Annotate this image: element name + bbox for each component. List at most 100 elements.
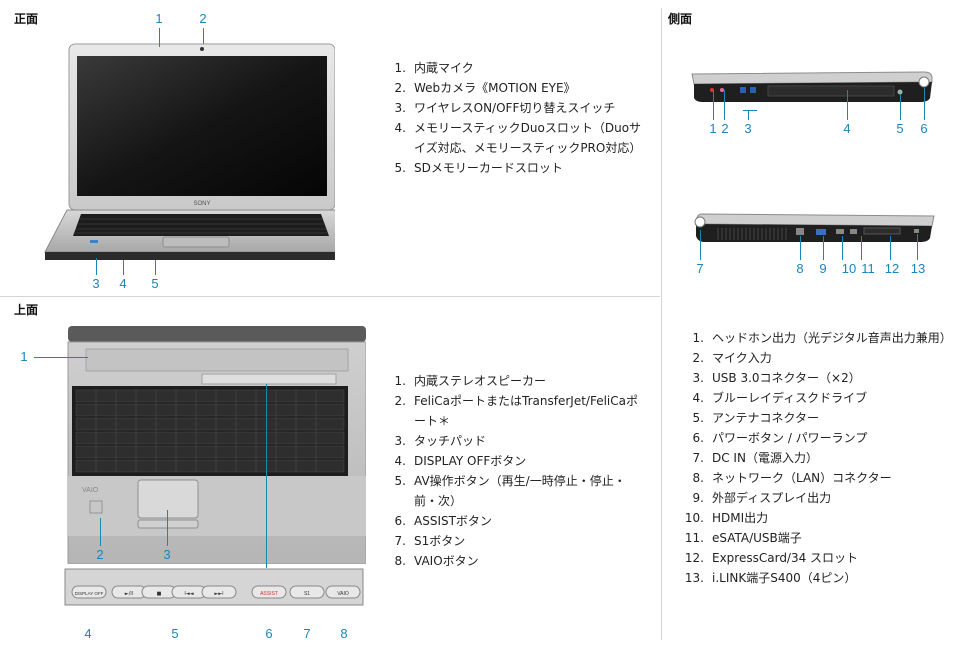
top-callout-2: 2 [96,547,104,562]
front-spec-item: 2.Webカメラ《MOTION EYE》 [394,81,576,95]
side-spec-list: 1.ヘッドホン出力（光デジタル音声出力兼用） 2.マイク入力 3.USB 3.0… [680,328,960,588]
side-spec-item: 1.ヘッドホン出力（光デジタル音声出力兼用） [692,331,952,345]
top-spec-item: 3.タッチパッド [394,434,487,448]
front-callout-4: 4 [119,276,127,291]
side-spec-item: 13.i.LINK端子S400（4ピン） [684,571,857,585]
top-spec-item: 4.DISPLAY OFFボタン [394,454,527,468]
svg-text:►►I: ►►I [214,591,223,597]
front-lead-2 [203,28,204,44]
side-callout-1: 1 [709,121,717,136]
av-button-next [201,585,237,599]
front-lead-4 [123,260,124,275]
dc-in-port [694,216,706,228]
front-touchpad [162,236,230,248]
antenna-connector [897,89,903,95]
side-callout-6: 6 [920,121,928,136]
svg-text:►/II: ►/II [125,591,133,597]
front-callout-3: 3 [92,276,100,291]
side-spec-item: 3.USB 3.0コネクター（×2） [692,371,861,385]
side-callout-7: 7 [696,261,704,276]
side-spec-item: 2.マイク入力 [692,351,772,365]
side-lead-7 [700,230,701,260]
top-lead-3 [167,510,168,546]
right-side-illustration [691,71,933,102]
top-spec-item: 2.FeliCaポートまたはTransferJet/FeliCaポート＊ [394,394,638,428]
divider-vertical [661,8,662,640]
front-spec-item: 4.メモリースティックDuoスロット（Duoサイズ対応、メモリースティックPRO… [394,121,642,155]
side-callout-13: 13 [910,261,926,276]
top-section-title: 上面 [14,303,39,317]
top-touchpad [137,479,199,519]
display-off-button [71,585,107,599]
side-spec-item: 6.パワーボタン / パワーランプ [692,431,868,445]
top-callout-8: 8 [340,626,348,641]
top-felica-mark [89,500,103,514]
power-button [918,76,930,88]
front-screen [77,56,327,196]
top-speaker-grille [85,348,349,372]
top-vaio-logo: VAIO [82,487,99,494]
front-lead-5 [155,260,156,275]
top-callout-7: 7 [303,626,311,641]
top-touchpad-buttons [137,519,199,529]
top-spec-item: 5.AV操作ボタン（再生/一時停止・停止・前・次） [394,474,626,508]
front-lead-1 [159,28,160,47]
side-callout-10: 10 [841,261,857,276]
side-callout-5: 5 [896,121,904,136]
esata-port [850,229,857,234]
s1-button [289,585,325,599]
front-callout-2: 2 [199,11,207,26]
front-front-edge [45,252,335,260]
side-spec-item: 9.外部ディスプレイ出力 [692,491,832,505]
top-spec-list: 1.内蔵ステレオスピーカー 2.FeliCaポートまたはTransferJet/… [392,371,654,571]
front-spec-item: 5.SDメモリーカードスロット [394,161,563,175]
side-callout-2: 2 [721,121,729,136]
front-brand-text: SONY [193,201,210,207]
left-side-vents [717,228,787,240]
svg-text:I◄◄: I◄◄ [184,591,193,597]
side-lead-1 [713,90,714,120]
left-side-illustration [694,213,935,242]
side-spec-item: 11.eSATA/USB端子 [684,531,802,545]
usb3-port-1 [740,87,746,93]
top-spec-item: 6.ASSISTボタン [394,514,492,528]
svg-text:VAIO: VAIO [337,591,349,597]
front-spec-item: 1.内蔵マイク [394,61,474,75]
side-lead-11 [861,236,862,260]
top-callout-1: 1 [20,349,28,364]
top-callout-5: 5 [171,626,179,641]
top-lead-1 [34,357,88,358]
side-lead-9 [823,236,824,260]
side-lead-4 [847,90,848,120]
side-callout-11: 11 [861,261,875,276]
svg-text:DISPLAY OFF: DISPLAY OFF [75,591,104,596]
side-callout-3: 3 [744,121,752,136]
left-side-lid [695,213,935,227]
front-callout-5: 5 [151,276,159,291]
side-spec-item: 10.HDMI出力 [684,511,769,525]
side-lead-10 [842,236,843,260]
side-lead-3a [748,110,749,120]
side-callout-9: 9 [819,261,827,276]
side-lead-6 [924,88,925,120]
usb3-port-2 [750,87,756,93]
mic-jack [720,88,724,92]
expresscard-slot [863,227,901,235]
right-side-drive [767,85,895,97]
vga-port [816,229,826,235]
front-section-title: 正面 [14,12,39,26]
svg-text:ASSIST: ASSIST [260,591,278,597]
top-lead-2 [100,518,101,546]
side-lead-13 [917,234,918,260]
top-callout-4: 4 [84,626,92,641]
front-spec-item: 3.ワイヤレスON/OFF切り替えスイッチ [394,101,616,115]
top-spec-item: 1.内蔵ステレオスピーカー [394,374,547,388]
assist-button [251,585,287,599]
top-laptop-illustration: VAIO [67,326,366,564]
front-camera [200,47,204,51]
side-callout-12: 12 [884,261,900,276]
front-power-light [90,240,98,243]
top-spec-item: 7.S1ボタン [394,534,466,548]
front-callout-1: 1 [155,11,163,26]
top-callout-3: 3 [163,547,171,562]
